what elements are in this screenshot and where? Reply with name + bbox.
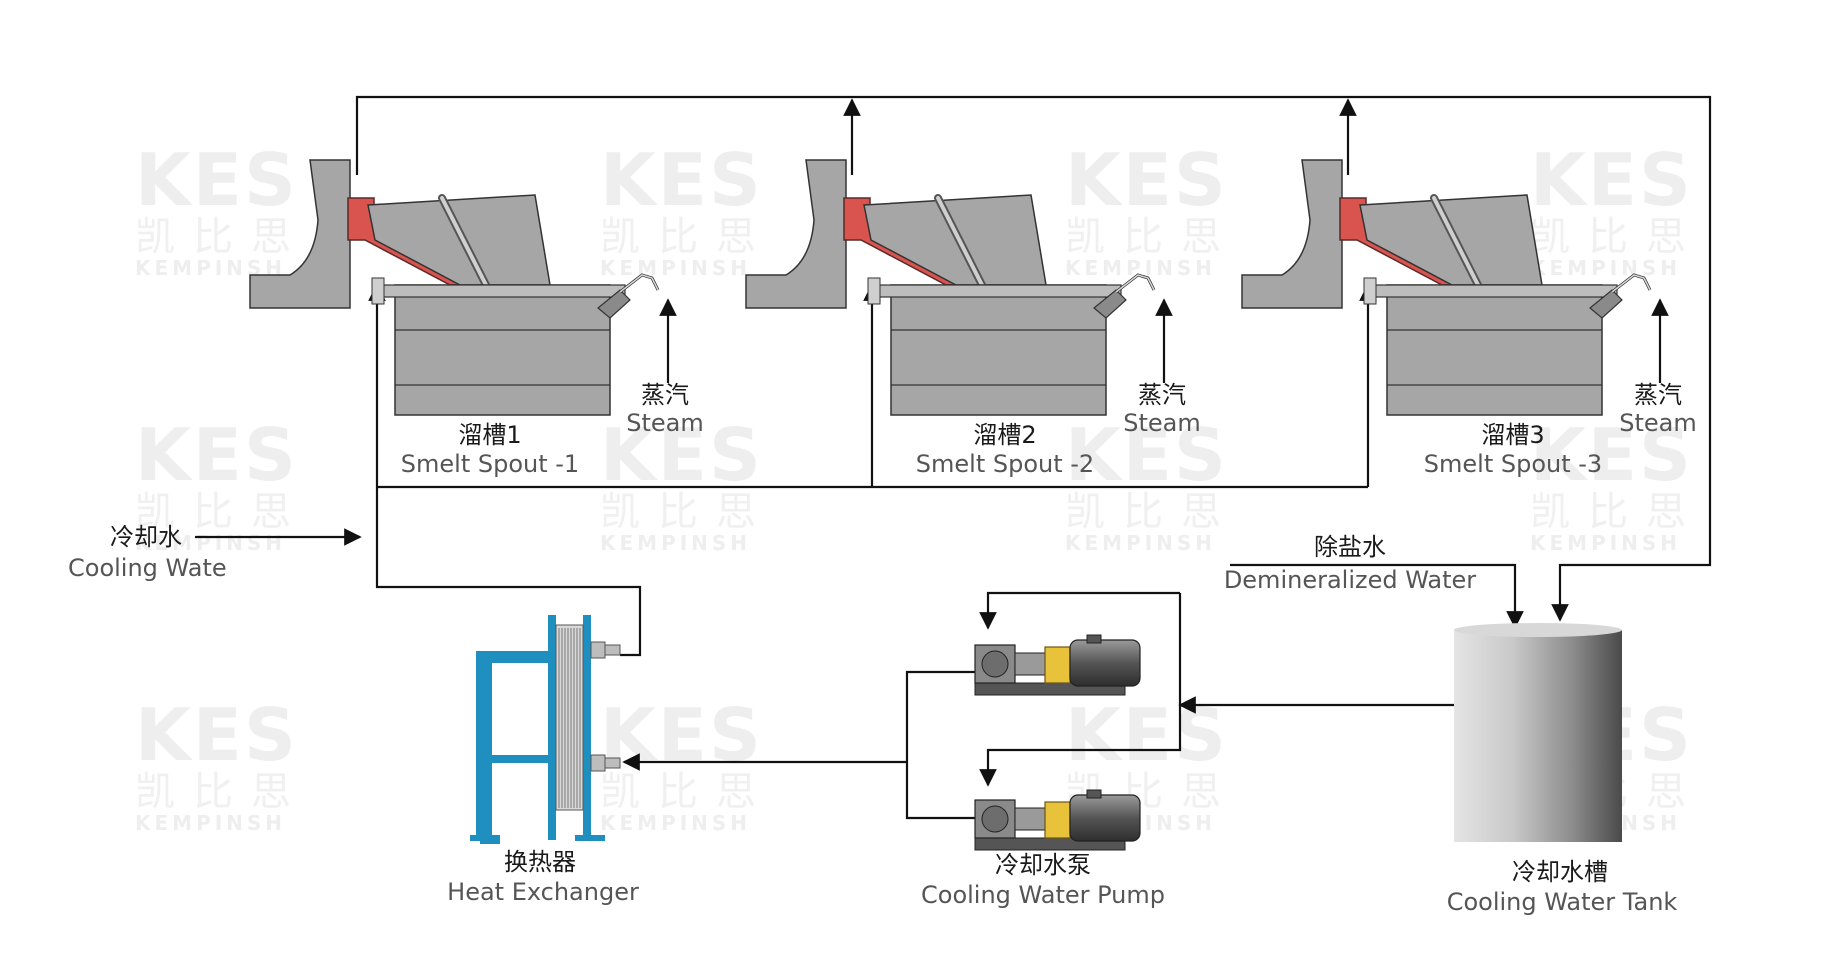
svg-text:凯比思: 凯比思 [135,769,309,815]
demin-water-line [1230,563,1524,629]
hx-out-pipe [375,487,642,657]
spout-2-cn: 溜槽2 [973,421,1036,449]
svg-text:凯比思: 凯比思 [1065,214,1239,260]
heat-exchanger-en: Heat Exchanger [447,878,639,906]
pump-suction-loop [979,591,1180,630]
svg-text:KEMPINSH: KEMPINSH [135,811,286,835]
watermark-8: KES 凯比思 KEMPINSH [1530,413,1704,555]
pump-discharge [905,670,975,820]
heat-exchanger-cn: 换热器 [504,848,576,876]
watermark-3: KES 凯比思 KEMPINSH [1065,138,1239,280]
watermark-9: KES 凯比思 KEMPINSH [135,693,309,835]
pipe-network [195,95,1712,820]
smelt-spout-1 [249,159,660,416]
steam-2-cn: 蒸汽 [1138,381,1186,409]
watermark-chinese: 凯比思 [135,214,309,260]
cooling-water-pump-2 [974,789,1141,851]
cooling-water-tank [1454,623,1622,842]
svg-text:KES: KES [135,413,298,497]
pump-en: Cooling Water Pump [921,881,1165,909]
pump-cn: 冷却水泵 [995,851,1091,879]
svg-text:KES: KES [1530,138,1693,222]
demin-water-en: Demineralized Water [1224,566,1476,594]
smelt-spout-3 [1241,159,1652,416]
tank-en: Cooling Water Tank [1447,888,1678,916]
watermark-7: KES 凯比思 KEMPINSH [1065,413,1239,555]
svg-text:KEMPINSH: KEMPINSH [1530,256,1681,280]
svg-text:KES: KES [135,693,298,777]
svg-text:KES: KES [1065,413,1228,497]
svg-text:KES: KES [600,413,763,497]
svg-text:凯比思: 凯比思 [1530,489,1704,535]
spout-1-cn: 溜槽1 [458,421,521,449]
labels: 溜槽1 Smelt Spout -1 蒸汽 Steam 溜槽2 Smelt Sp… [68,381,1697,916]
heat-exchanger [470,615,621,844]
svg-text:KEMPINSH: KEMPINSH [600,531,751,555]
svg-text:凯比思: 凯比思 [600,769,774,815]
steam-nozzle [597,273,660,319]
steam-1-en: Steam [626,409,704,437]
cooling-water-in-cn: 冷却水 [110,523,182,551]
svg-text:凯比思: 凯比思 [1530,214,1704,260]
furnace-wall [249,159,351,309]
steam-3-en: Steam [1619,409,1697,437]
steam-3-cn: 蒸汽 [1634,381,1682,409]
svg-text:KES: KES [1530,413,1693,497]
svg-text:KEMPINSH: KEMPINSH [600,811,751,835]
steam-2-en: Steam [1123,409,1201,437]
demin-water-cn: 除盐水 [1314,533,1386,561]
svg-text:KEMPINSH: KEMPINSH [1065,531,1216,555]
spout-3-en: Smelt Spout -3 [1424,450,1602,478]
spout-1-en: Smelt Spout -1 [401,450,579,478]
spout-3-cn: 溜槽3 [1481,421,1544,449]
smelt-spout-2 [745,159,1156,416]
top-return-header [355,95,1712,622]
svg-text:KES: KES [600,693,763,777]
watermark-logo: KES [135,138,298,222]
hx-frame [476,651,548,844]
steam-1-cn: 蒸汽 [641,381,689,409]
tank-cn: 冷却水槽 [1512,858,1608,886]
watermark-4: KES 凯比思 KEMPINSH [1530,138,1704,280]
cooling-water-pump-1 [974,634,1141,696]
svg-text:凯比思: 凯比思 [1065,489,1239,535]
watermark-5: KES 凯比思 KEMPINSH [135,413,309,555]
svg-text:KES: KES [1065,693,1228,777]
svg-text:KEMPINSH: KEMPINSH [1530,531,1681,555]
cooling-water-in-en: Cooling Wate [68,554,227,582]
svg-text:KEMPINSH: KEMPINSH [135,531,286,555]
svg-text:凯比思: 凯比思 [600,489,774,535]
svg-text:KES: KES [1065,138,1228,222]
svg-text:KES: KES [600,138,763,222]
watermark-10: KES 凯比思 KEMPINSH [600,693,774,835]
tank-body [394,284,611,416]
watermark-6: KES 凯比思 KEMPINSH [600,413,774,555]
svg-text:KEMPINSH: KEMPINSH [600,256,751,280]
svg-text:凯比思: 凯比思 [135,489,309,535]
watermark-2: KES 凯比思 KEMPINSH [600,138,774,280]
spout-2-en: Smelt Spout -2 [916,450,1094,478]
watermark-1: KES 凯比思 KEMPINSH [135,138,309,280]
svg-text:凯比思: 凯比思 [600,214,774,260]
